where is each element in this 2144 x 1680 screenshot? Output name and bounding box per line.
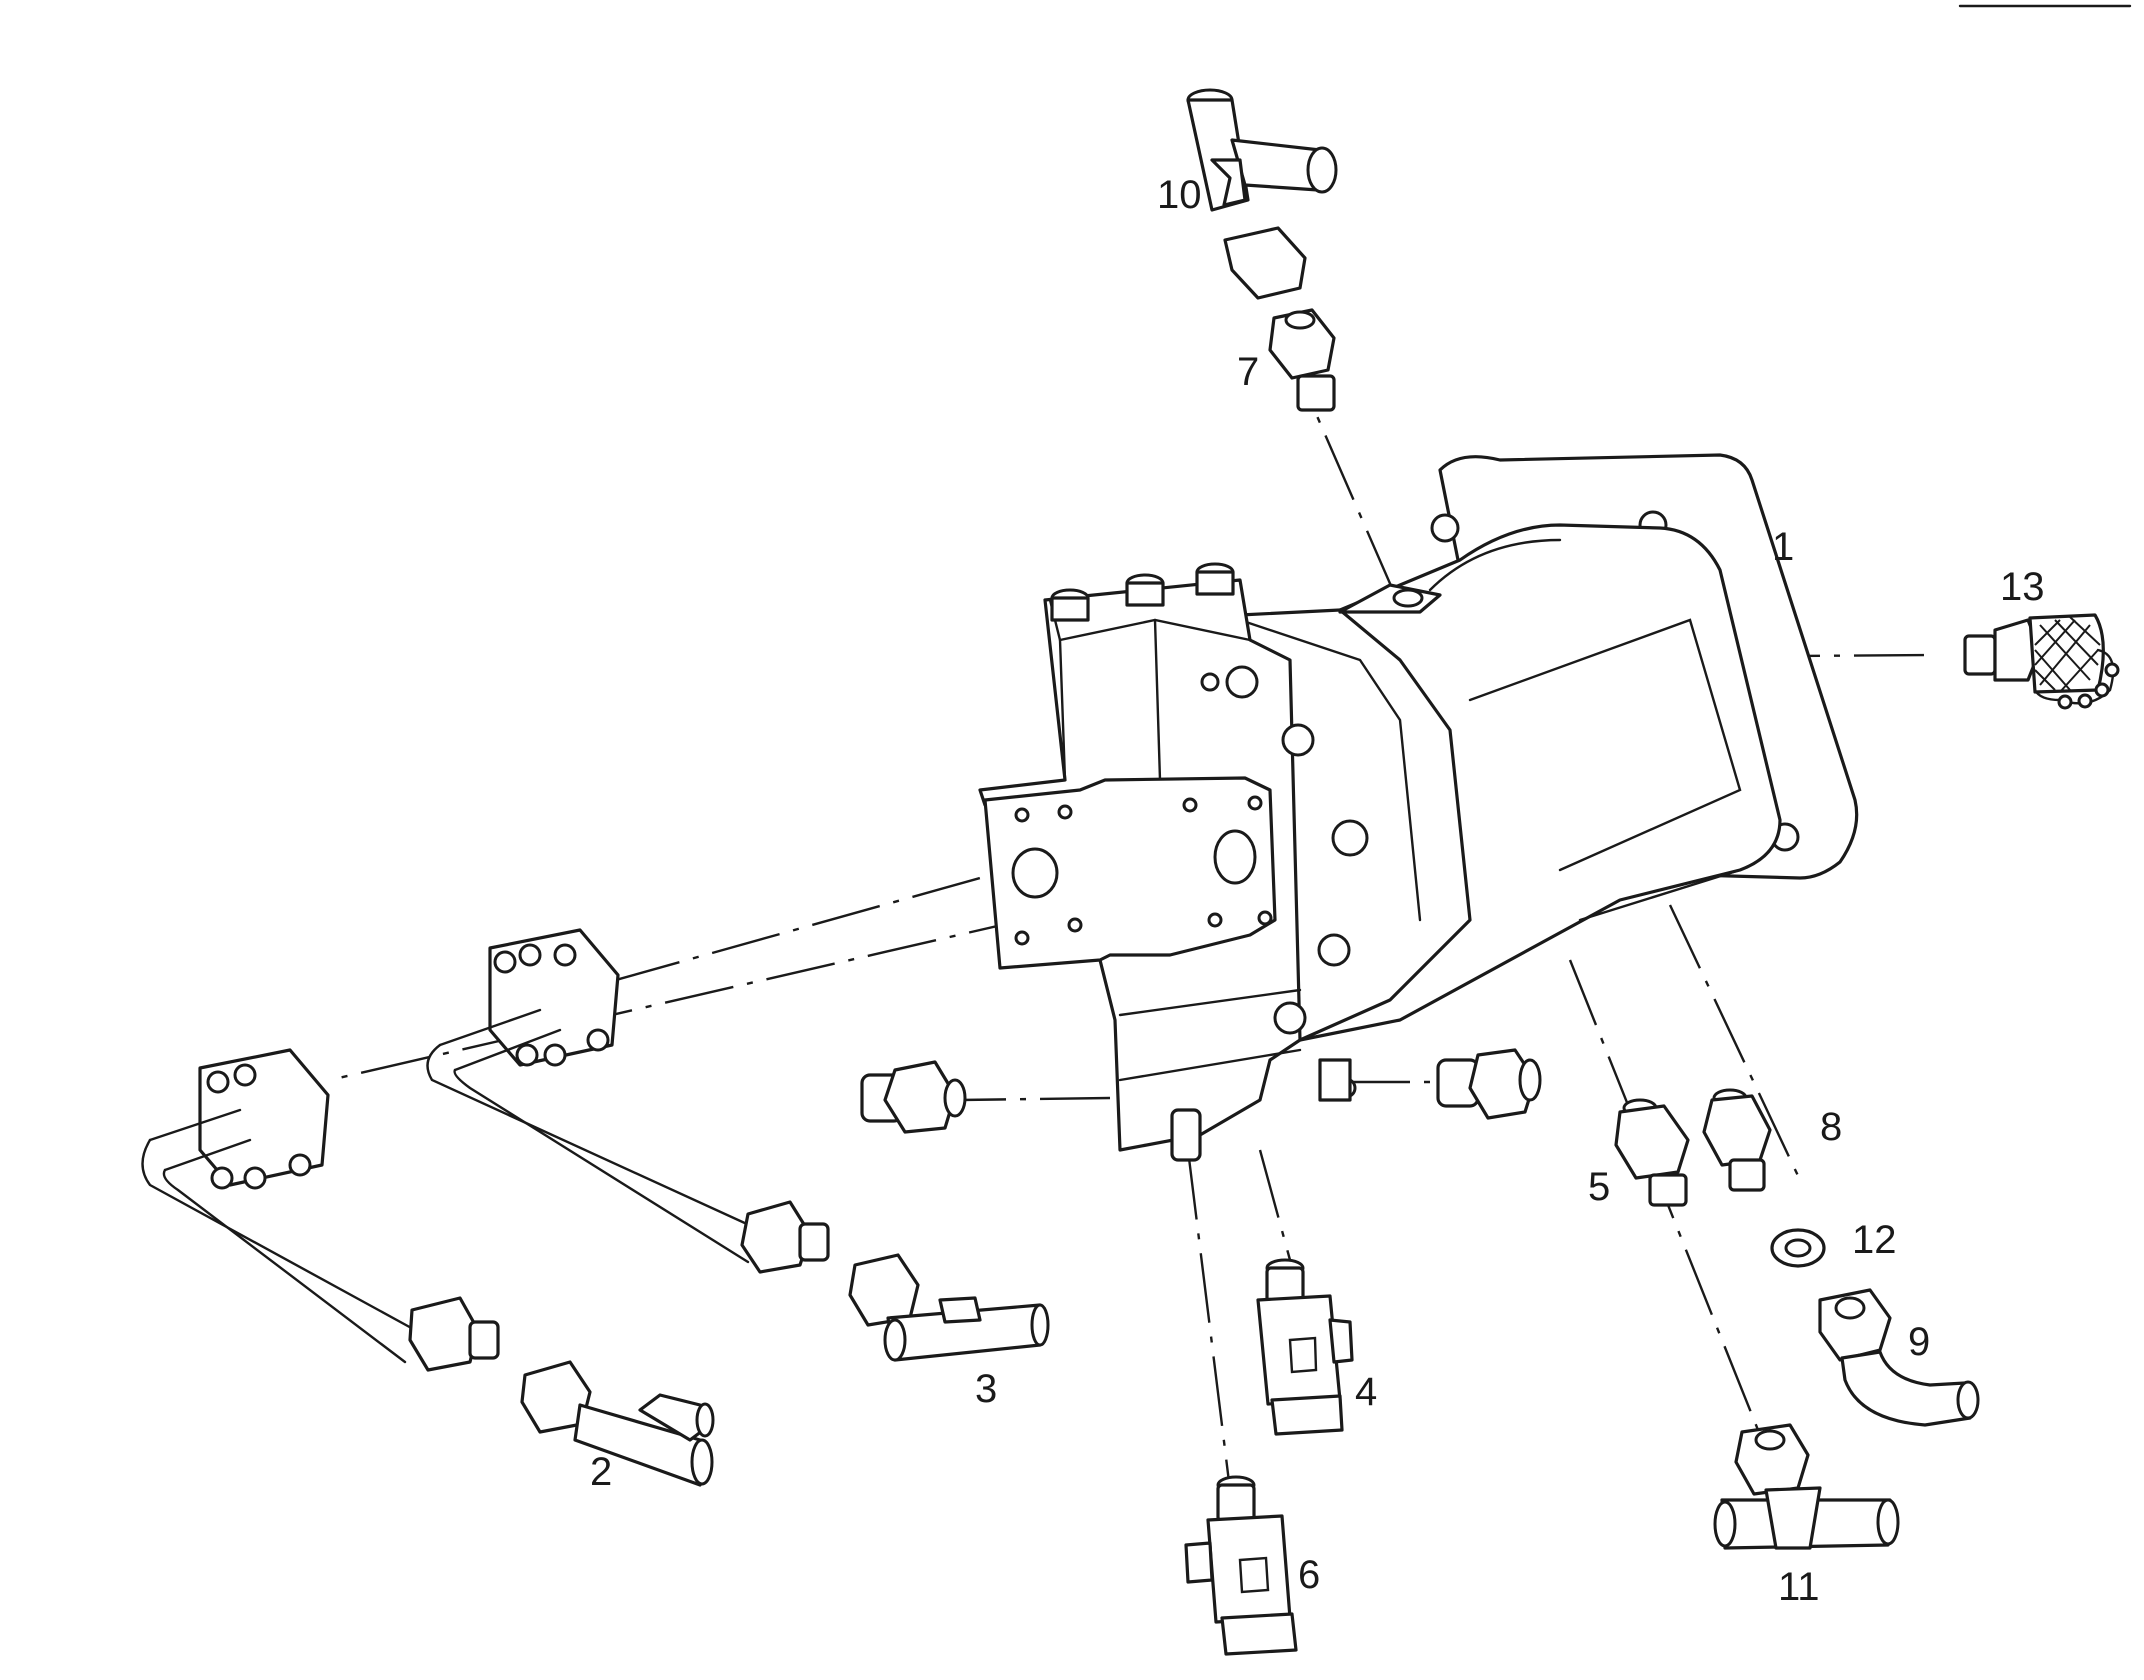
- port-flange-face: [983, 776, 1277, 970]
- part-2-tee: [520, 1360, 715, 1487]
- callout-6: 6: [1298, 1553, 1320, 1597]
- part-4-tee: [1256, 1258, 1354, 1436]
- part-9-elbow: [1818, 1288, 1980, 1427]
- callout-labels: 1 2 3 4 5 6 7 8 9 10 11 12 13: [590, 173, 2045, 1609]
- callout-3: 3: [975, 1367, 997, 1411]
- flange-bolt-hole: [1430, 513, 1460, 543]
- control-caps: [1050, 562, 1235, 622]
- part-8-adapter: [1702, 1088, 1772, 1192]
- callout-5: 5: [1588, 1165, 1610, 1209]
- part-7-adapter: [1268, 308, 1336, 412]
- part-12-seal-ring: [1770, 1228, 1826, 1268]
- part-13-plug: [1963, 613, 2120, 710]
- callout-4: 4: [1355, 1370, 1377, 1414]
- right-side-adapter: [1436, 1048, 1542, 1120]
- callout-7: 7: [1237, 350, 1259, 394]
- port-a: [1011, 847, 1059, 899]
- callout-2: 2: [590, 1450, 612, 1494]
- hydraulic-motor: [978, 453, 1859, 1162]
- part-5-adapter: [1614, 1098, 1690, 1207]
- part-11-tee: [1713, 1423, 1900, 1550]
- callout-10: 10: [1157, 173, 1202, 217]
- callout-9: 9: [1908, 1320, 1930, 1364]
- part-10-tee-fitting: [1186, 88, 1338, 300]
- callout-12: 12: [1852, 1218, 1897, 1262]
- callout-1: 1: [1772, 525, 1794, 569]
- bottom-spigot: [1170, 1108, 1202, 1162]
- part-6-tee: [1184, 1475, 1298, 1656]
- callout-8: 8: [1820, 1105, 1842, 1149]
- part-3-tee: [848, 1253, 1050, 1362]
- pipe-assembly-lower: [141, 1048, 500, 1372]
- callout-13: 13: [2000, 565, 2045, 609]
- callout-11: 11: [1778, 1565, 1820, 1609]
- pipe-assembly-upper: [426, 928, 830, 1274]
- port-b: [1213, 829, 1257, 885]
- left-side-adapter: [860, 1060, 967, 1134]
